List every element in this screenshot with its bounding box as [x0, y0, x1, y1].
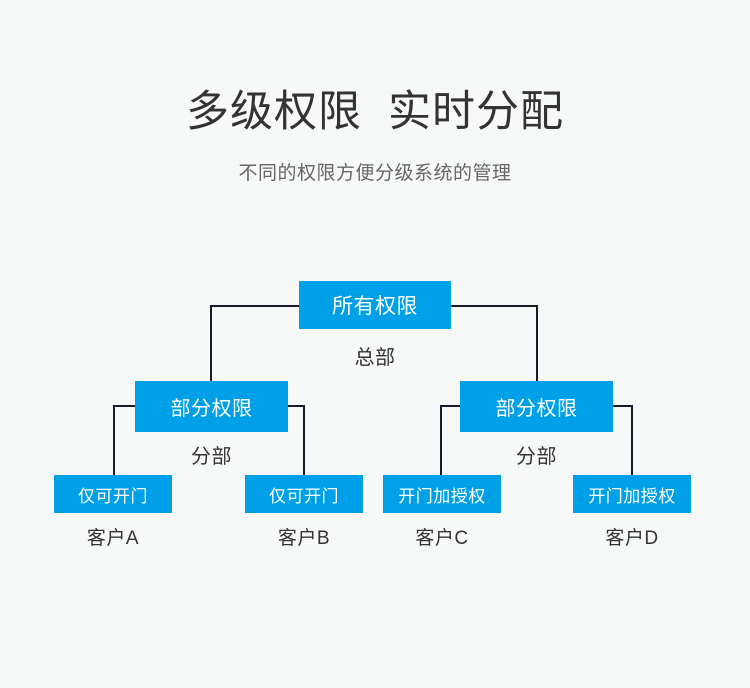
tree-caption-leaf-1-customer-a: 客户A — [86, 528, 140, 549]
tree-node-root-all-permissions[interactable]: 所有权限 — [299, 281, 451, 329]
tree-caption-root-headquarters: 总部 — [354, 347, 396, 369]
tree-caption-branch-1-division: 分部 — [191, 446, 232, 468]
tree-caption-leaf-3-customer-c: 客户C — [415, 528, 469, 549]
connector-branch-1-to-leaf-2 — [288, 405, 305, 475]
tree-caption-branch-2-division: 分部 — [516, 446, 557, 468]
tree-node-branch-1-partial-permissions[interactable]: 部分权限 — [135, 381, 288, 432]
tree-node-leaf-2-door-open-only[interactable]: 仅可开门 — [245, 475, 363, 513]
tree-caption-leaf-4-customer-d: 客户D — [605, 528, 659, 549]
tree-node-branch-2-partial-permissions[interactable]: 部分权限 — [460, 381, 613, 432]
page-subtitle: 不同的权限方便分级系统的管理 — [238, 163, 512, 184]
connector-branch-2-to-leaf-4 — [613, 405, 633, 475]
connector-root-to-branch-2 — [451, 305, 538, 381]
tree-node-leaf-4-door-open-and-authorize[interactable]: 开门加授权 — [573, 475, 691, 513]
connector-branch-2-to-leaf-3 — [440, 405, 460, 475]
tree-caption-leaf-2-customer-b: 客户B — [277, 528, 331, 549]
tree-node-leaf-1-door-open-only[interactable]: 仅可开门 — [54, 475, 172, 513]
page-title: 多级权限 实时分配 — [186, 88, 564, 136]
tree-node-leaf-3-door-open-and-authorize[interactable]: 开门加授权 — [383, 475, 501, 513]
connector-root-to-branch-1 — [210, 305, 299, 381]
connector-branch-1-to-leaf-1 — [113, 405, 135, 475]
